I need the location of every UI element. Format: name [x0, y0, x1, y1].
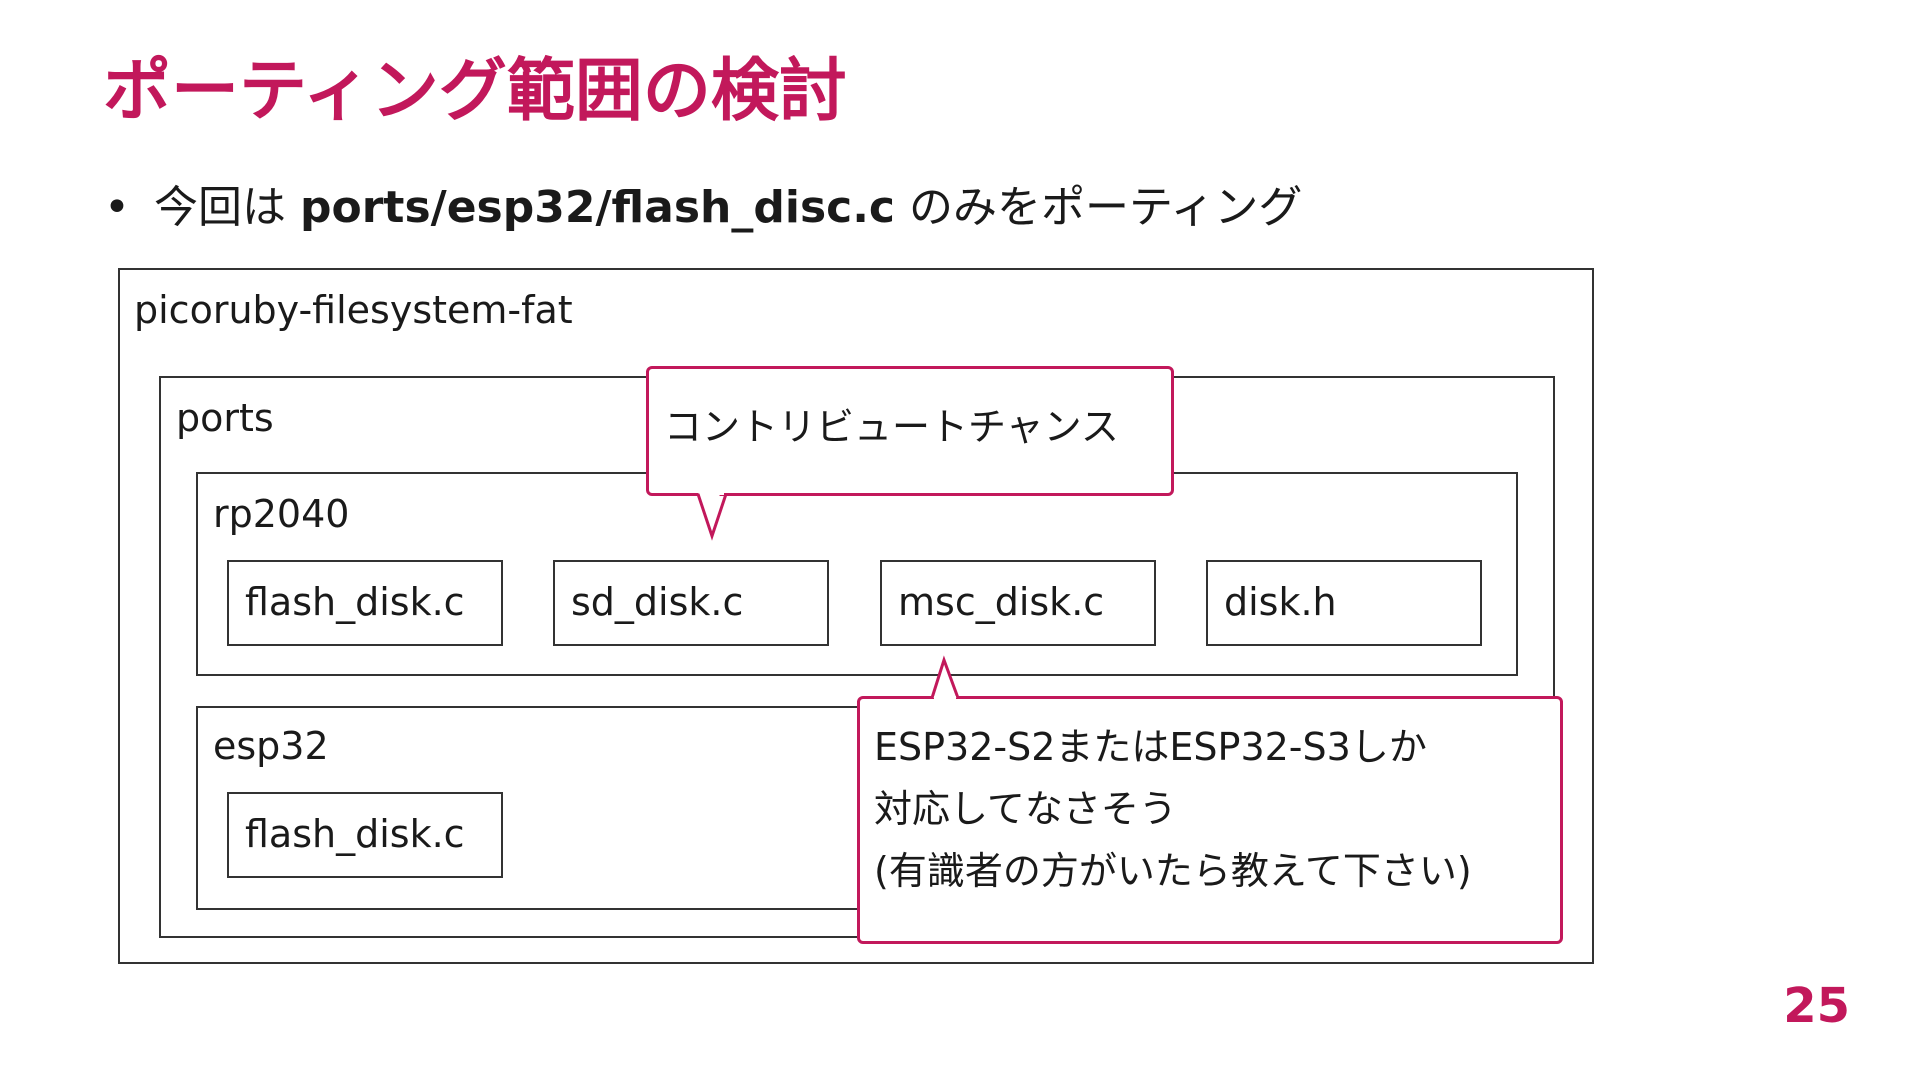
- contribute-callout-text: コントリビュートチャンス: [664, 405, 1119, 449]
- rp2040-file-disk-h: disk.h: [1206, 560, 1482, 646]
- bullet-point: • 今回は ports/esp32/flash_disc.c のみをポーティング: [104, 178, 1302, 238]
- ports-label: ports: [176, 396, 274, 440]
- rp2040-file-flash-disk: flash_disk.c: [227, 560, 503, 646]
- rp2040-file-msc-disk: msc_disk.c: [880, 560, 1156, 646]
- bullet-dot: •: [104, 182, 130, 233]
- bullet-filename: ports/esp32/flash_disc.c: [300, 182, 896, 233]
- esp32-note-line-1: ESP32-S2またはESP32-S3しか: [874, 725, 1427, 769]
- rp2040-label: rp2040: [213, 492, 350, 536]
- slide-title: ポーティング範囲の検討: [103, 52, 847, 131]
- contribute-callout-tail: [696, 491, 728, 541]
- esp32-note-callout: [857, 696, 1563, 944]
- esp32-note-callout-tail: [930, 655, 960, 700]
- rp2040-file-sd-disk: sd_disk.c: [553, 560, 829, 646]
- page-number: 25: [1783, 978, 1850, 1034]
- bullet-suffix: のみをポーティング: [895, 182, 1303, 233]
- contribute-callout: [646, 366, 1174, 496]
- esp32-note-line-3: (有識者の方がいたら教えて下さい): [874, 849, 1472, 893]
- esp32-label: esp32: [213, 724, 329, 768]
- outer-package-label: picoruby-filesystem-fat: [134, 288, 573, 332]
- esp32-note-line-2: 対応してなさそう: [874, 787, 1177, 831]
- bullet-prefix: 今回は: [154, 182, 300, 233]
- esp32-file-flash-disk: flash_disk.c: [227, 792, 503, 878]
